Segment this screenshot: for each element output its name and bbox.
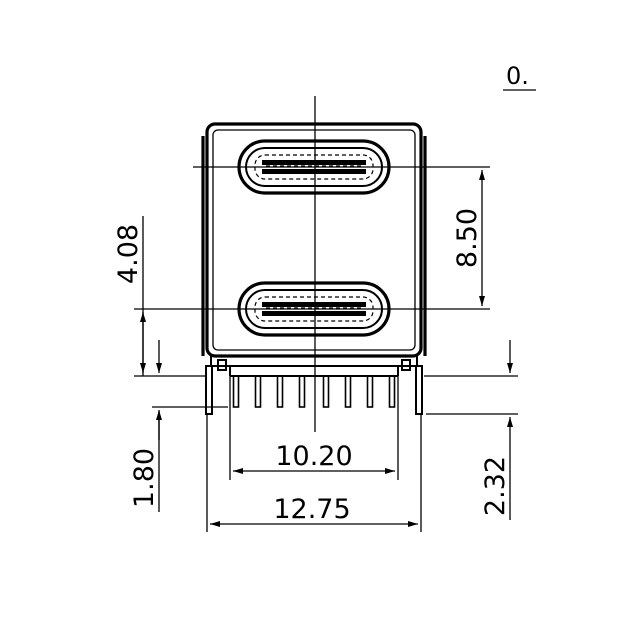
pin-5 bbox=[322, 375, 330, 408]
dim-leg-length-label: 2.32 bbox=[480, 456, 511, 516]
dim-pin-span-label: 10.20 bbox=[275, 441, 352, 472]
pin-2 bbox=[254, 375, 262, 408]
dim-pin-span: 10.20 bbox=[229, 376, 399, 480]
pin-row bbox=[232, 375, 396, 408]
pin-1 bbox=[232, 375, 240, 408]
pin-3 bbox=[276, 375, 284, 408]
dim-pin-length: 1.80 bbox=[129, 406, 228, 512]
port-top-tongue-1 bbox=[262, 160, 366, 165]
dim-height-top: 4.08 bbox=[113, 216, 207, 377]
leg-right bbox=[415, 365, 423, 415]
connector-housing bbox=[201, 122, 427, 415]
housing-base bbox=[210, 355, 418, 367]
dim-port-pitch-label: 8.50 bbox=[452, 208, 483, 268]
corner-label-text: 0. bbox=[506, 62, 529, 90]
pin-4 bbox=[298, 375, 306, 408]
corner-label: 0. bbox=[503, 62, 536, 91]
housing-inner bbox=[212, 129, 416, 351]
pin-6 bbox=[344, 375, 352, 408]
leg-left bbox=[205, 365, 213, 415]
dim-port-pitch: 8.50 bbox=[452, 170, 485, 306]
dim-overall-width: 12.75 bbox=[206, 414, 422, 532]
latch-left bbox=[217, 359, 227, 371]
port-top-tongue-2 bbox=[262, 169, 366, 174]
pin-8 bbox=[388, 375, 396, 408]
dim-leg-length: 2.32 bbox=[424, 340, 518, 520]
pin-7 bbox=[366, 375, 374, 408]
latch-right bbox=[401, 359, 411, 371]
port-bottom-tongue-2 bbox=[262, 311, 366, 316]
centerlines bbox=[134, 96, 490, 432]
port-bottom-tongue-1 bbox=[262, 302, 366, 307]
dim-pin-length-label: 1.80 bbox=[129, 448, 160, 508]
dim-overall-width-label: 12.75 bbox=[273, 494, 350, 525]
dim-height-top-label: 4.08 bbox=[113, 224, 144, 284]
